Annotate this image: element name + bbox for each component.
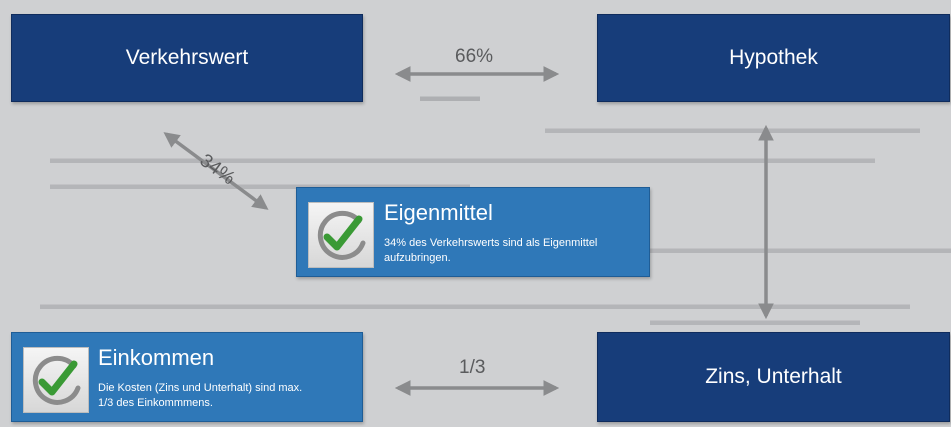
node-eigenmittel: Eigenmittel 34% des Verkehrswerts sind a… <box>296 187 650 277</box>
eigenmittel-description-line1: 34% des Verkehrswerts sind als Eigenmitt… <box>384 237 598 249</box>
einkommen-description: Die Kosten (Zins und Unterhalt) sind max… <box>98 381 302 411</box>
node-zins-unterhalt: Zins, Unterhalt <box>597 332 950 422</box>
checkmark-icon <box>308 202 374 268</box>
node-zins-unterhalt-label: Zins, Unterhalt <box>705 365 842 388</box>
node-einkommen: Einkommen Die Kosten (Zins und Unterhalt… <box>11 332 363 422</box>
arrow-verkehrswert-eigenmittel <box>163 132 269 210</box>
node-hypothek-label: Hypothek <box>729 46 818 69</box>
eigenmittel-title: Eigenmittel <box>384 200 493 225</box>
einkommen-description-line1: Die Kosten (Zins und Unterhalt) sind max… <box>98 382 303 394</box>
einkommen-title: Einkommen <box>98 345 215 370</box>
node-verkehrswert-label: Verkehrswert <box>125 46 249 69</box>
einkommen-description-line2: 1/3 des Einkommmens. <box>98 397 213 409</box>
eigenmittel-description-line2: aufzubringen. <box>384 252 451 264</box>
label-66-percent: 66% <box>455 46 494 67</box>
node-hypothek: Hypothek <box>597 14 950 102</box>
checkmark-icon <box>23 347 89 413</box>
label-one-third: 1/3 <box>459 357 486 378</box>
eigenmittel-description: 34% des Verkehrswerts sind als Eigenmitt… <box>384 236 597 266</box>
node-verkehrswert: Verkehrswert <box>11 14 363 102</box>
